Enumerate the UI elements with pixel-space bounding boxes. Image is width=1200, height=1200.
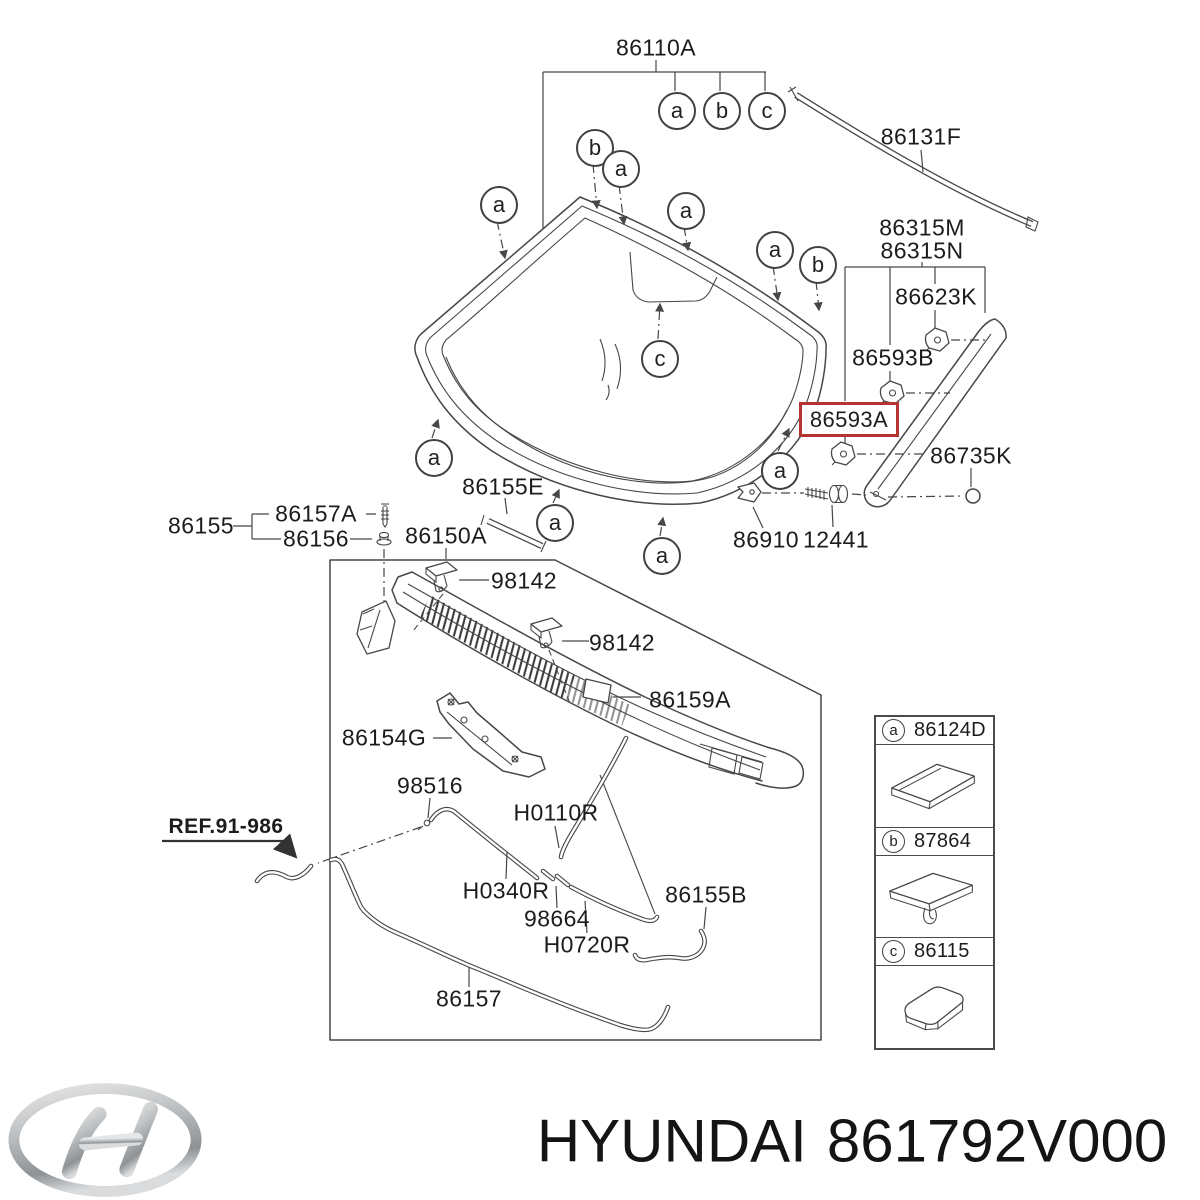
legend-letter-b: b xyxy=(882,829,905,853)
callout-a: a xyxy=(756,231,794,269)
part-label-86593A: 86593A xyxy=(809,406,889,432)
cowl-clips xyxy=(412,561,641,707)
part-label-86157A: 86157A xyxy=(275,500,357,527)
glass-reflection-marks xyxy=(599,338,622,401)
callout-b: b xyxy=(703,92,741,130)
screw-86157A-glyph xyxy=(381,503,389,528)
callout-a: a xyxy=(536,504,574,542)
strip-86124D-glyph xyxy=(891,763,975,810)
part-label-86159A: 86159A xyxy=(649,686,731,713)
bracket-86154G xyxy=(433,692,546,778)
part-label-98142-1: 98142 xyxy=(491,567,557,594)
nozzle-98516-glyph xyxy=(423,819,431,827)
callout-c: c xyxy=(641,340,679,378)
callout-a: a xyxy=(667,192,705,230)
part-label-H0720R: H0720R xyxy=(543,931,631,958)
legend-part-86115: 86115 xyxy=(914,940,970,962)
ref-label: REF.91-986 xyxy=(168,815,284,838)
callout-a: a xyxy=(658,92,696,130)
callout-a: a xyxy=(643,537,681,575)
legend-picture-87864 xyxy=(876,856,993,938)
legend-picture-86124D xyxy=(876,745,993,828)
fastener-group-86155 xyxy=(233,503,392,638)
brand-name: HYUNDAI xyxy=(536,1107,807,1175)
retainer-86735K xyxy=(965,488,981,504)
part-label-86735K: 86735K xyxy=(930,442,1012,469)
part-label-H0340R: H0340R xyxy=(462,877,550,904)
footer-title: HYUNDAI 861792V000 xyxy=(537,1107,1167,1176)
ref-pointer xyxy=(162,833,298,859)
molding-86155E xyxy=(480,497,547,553)
legend-part-86124D: 86124D xyxy=(914,719,986,741)
callout-c: c xyxy=(748,92,786,130)
highlighted-part-box: 86593A xyxy=(799,402,899,437)
callout-a: a xyxy=(602,150,640,188)
part-label-86154G: 86154G xyxy=(341,724,427,751)
callout-arrows xyxy=(431,163,823,537)
detail-box-86150A xyxy=(329,548,822,1041)
part-label-86155B: 86155B xyxy=(665,881,747,908)
callout-a: a xyxy=(480,186,518,224)
part-label-12441: 12441 xyxy=(803,526,869,553)
part-label-86131F: 86131F xyxy=(880,123,962,150)
part-label-H0110R: H0110R xyxy=(513,799,599,826)
grommet-86156-glyph xyxy=(376,531,392,546)
part-label-98142-2: 98142 xyxy=(589,629,655,656)
windshield-glass-drawing xyxy=(414,196,827,505)
part-label-86315M: 86315M xyxy=(879,214,965,241)
part-label-86110A: 86110A xyxy=(616,34,696,61)
part-label-86157: 86157 xyxy=(436,985,502,1012)
mirror-bracket-notch xyxy=(629,251,718,303)
legend-letter-a: a xyxy=(882,719,905,742)
hyundai-logo xyxy=(8,1083,202,1197)
windshield-bracket-86110A xyxy=(542,60,766,229)
washer-hoses xyxy=(254,735,707,1033)
part-label-86315N: 86315N xyxy=(880,237,964,264)
legend-letter-c: c xyxy=(882,940,905,963)
callout-b: b xyxy=(799,246,837,284)
fastener-row xyxy=(737,482,965,529)
part-label-98664: 98664 xyxy=(524,905,590,932)
legend-row-a: a 86124D xyxy=(876,717,993,745)
part-label-86910: 86910 xyxy=(733,526,799,553)
pillar-garnish-group xyxy=(830,262,1007,508)
legend-row-b: b 87864 xyxy=(876,828,993,856)
screw-12441-glyph xyxy=(804,484,849,504)
part-label-86156: 86156 xyxy=(283,525,349,552)
legend-table: a 86124D b 87864 c 86115 xyxy=(874,715,995,1050)
pad-86115-glyph xyxy=(904,986,964,1031)
catalog-part-number: 861792V000 xyxy=(826,1107,1168,1175)
part-label-86623K: 86623K xyxy=(895,283,977,310)
part-label-98516: 98516 xyxy=(397,772,463,799)
part-label-86593B: 86593B xyxy=(852,344,934,371)
legend-part-87864: 87864 xyxy=(914,829,972,852)
callout-a: a xyxy=(415,439,453,477)
callout-a: a xyxy=(761,452,799,490)
roof-molding-86131F xyxy=(787,86,1039,232)
legend-row-c: c 86115 xyxy=(876,938,993,966)
part-label-86150A: 86150A xyxy=(405,522,487,549)
clip-87864-glyph xyxy=(889,872,973,925)
legend-picture-86115 xyxy=(876,966,993,1048)
part-label-86155: 86155 xyxy=(168,512,234,539)
part-label-86155E: 86155E xyxy=(462,473,544,500)
